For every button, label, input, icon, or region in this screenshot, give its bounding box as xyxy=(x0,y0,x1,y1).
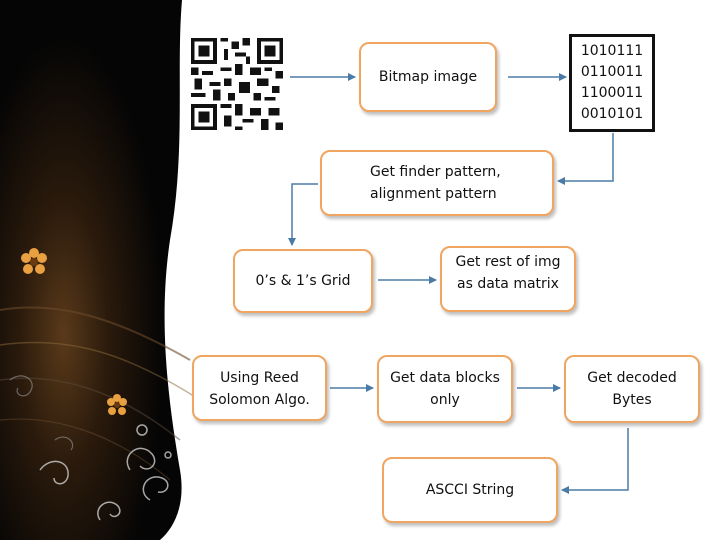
rest-of-image-line: Get rest of img xyxy=(455,254,561,270)
reed-solomon-line: Solomon Algo. xyxy=(209,392,310,408)
rest-of-image-box: Get rest of img as data matrix xyxy=(440,246,576,312)
data-blocks-line: only xyxy=(430,392,460,408)
decoded-bytes-line: Get decoded xyxy=(587,370,677,386)
data-blocks-line: Get data blocks xyxy=(390,370,500,386)
grid-label: 0’s & 1’s Grid xyxy=(255,273,351,289)
arrow-finder-to-grid xyxy=(288,183,318,246)
binary-row: 0010101 xyxy=(580,106,644,122)
swirl-ornament-icon xyxy=(39,424,172,521)
data-blocks-box: Get data blocks only xyxy=(377,355,513,423)
reed-solomon-line: Using Reed xyxy=(220,370,299,386)
binary-data-box: 1010111 0110011 1100011 0010101 xyxy=(569,34,655,132)
rest-of-image-line: as data matrix xyxy=(457,276,559,292)
finder-pattern-box: Get finder pattern, alignment pattern xyxy=(320,150,554,216)
arrow-decoded-to-ascii xyxy=(561,428,629,494)
finder-pattern-line: Get finder pattern, xyxy=(370,164,501,180)
finder-pattern-line: alignment pattern xyxy=(370,186,497,202)
arrow-binary-to-finder xyxy=(557,133,614,185)
bitmap-image-label: Bitmap image xyxy=(378,69,478,85)
ascii-string-label: ASCCI String xyxy=(425,482,515,498)
ascii-string-box: ASCCI String xyxy=(382,457,558,523)
qr-code-image xyxy=(191,38,283,130)
flower-ornament-icon xyxy=(21,248,47,274)
grid-box: 0’s & 1’s Grid xyxy=(233,249,373,313)
flower-ornament-icon xyxy=(107,394,127,415)
swirl-ornament-icon xyxy=(9,375,74,451)
decoded-bytes-line: Bytes xyxy=(612,392,652,408)
binary-row: 1010111 xyxy=(580,43,644,59)
binary-row: 0110011 xyxy=(580,64,644,80)
bitmap-image-box: Bitmap image xyxy=(359,42,497,112)
decoded-bytes-box: Get decoded Bytes xyxy=(564,355,700,423)
binary-row: 1100011 xyxy=(580,85,644,101)
reed-solomon-box: Using Reed Solomon Algo. xyxy=(192,355,327,421)
